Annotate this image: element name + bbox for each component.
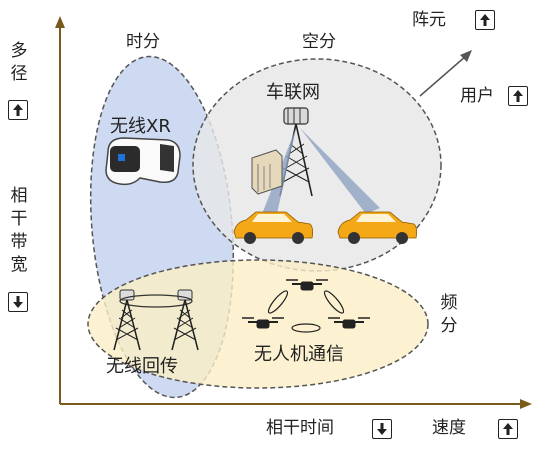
backhaul-towers-icon bbox=[113, 289, 199, 351]
region-label-time-division: 时分 bbox=[126, 32, 160, 52]
beam-right bbox=[300, 128, 380, 214]
region-label-space-division: 空分 bbox=[302, 32, 336, 52]
increase-arrow-icon bbox=[498, 419, 518, 439]
app-label-v2x: 车联网 bbox=[266, 82, 320, 103]
increase-arrow-icon bbox=[508, 86, 528, 106]
decrease-arrow-icon bbox=[372, 419, 392, 439]
car-icon bbox=[337, 211, 418, 244]
increase-arrow-icon bbox=[8, 100, 28, 120]
label-array-elements: 阵元 bbox=[412, 10, 446, 30]
label-users: 用户 bbox=[460, 86, 494, 106]
car-icon bbox=[233, 211, 314, 244]
y-axis-label-coherence-bandwidth: 相 干 带 宽 bbox=[10, 186, 28, 275]
uav-network-icon bbox=[242, 279, 370, 333]
x-axis-arrow bbox=[520, 399, 532, 409]
x-axis-label-speed: 速度 bbox=[432, 418, 466, 438]
diagonal-arrowhead bbox=[460, 50, 472, 62]
decrease-arrow-icon bbox=[8, 292, 28, 312]
y-axis-arrow bbox=[55, 16, 65, 28]
cabinet-icon bbox=[251, 149, 283, 195]
y-axis-label-multipath: 多 径 bbox=[10, 41, 28, 84]
app-label-wireless-backhaul: 无线回传 bbox=[106, 356, 178, 377]
increase-arrow-icon bbox=[475, 10, 495, 30]
region-label-frequency-division: 频 分 bbox=[440, 293, 458, 336]
app-label-uav-communication: 无人机通信 bbox=[254, 344, 344, 365]
vr-headset-icon bbox=[105, 137, 181, 186]
app-label-wireless-xr: 无线XR bbox=[110, 116, 171, 137]
diagonal-arrow bbox=[419, 55, 467, 97]
x-axis-label-coherence-time: 相干时间 bbox=[266, 418, 334, 438]
